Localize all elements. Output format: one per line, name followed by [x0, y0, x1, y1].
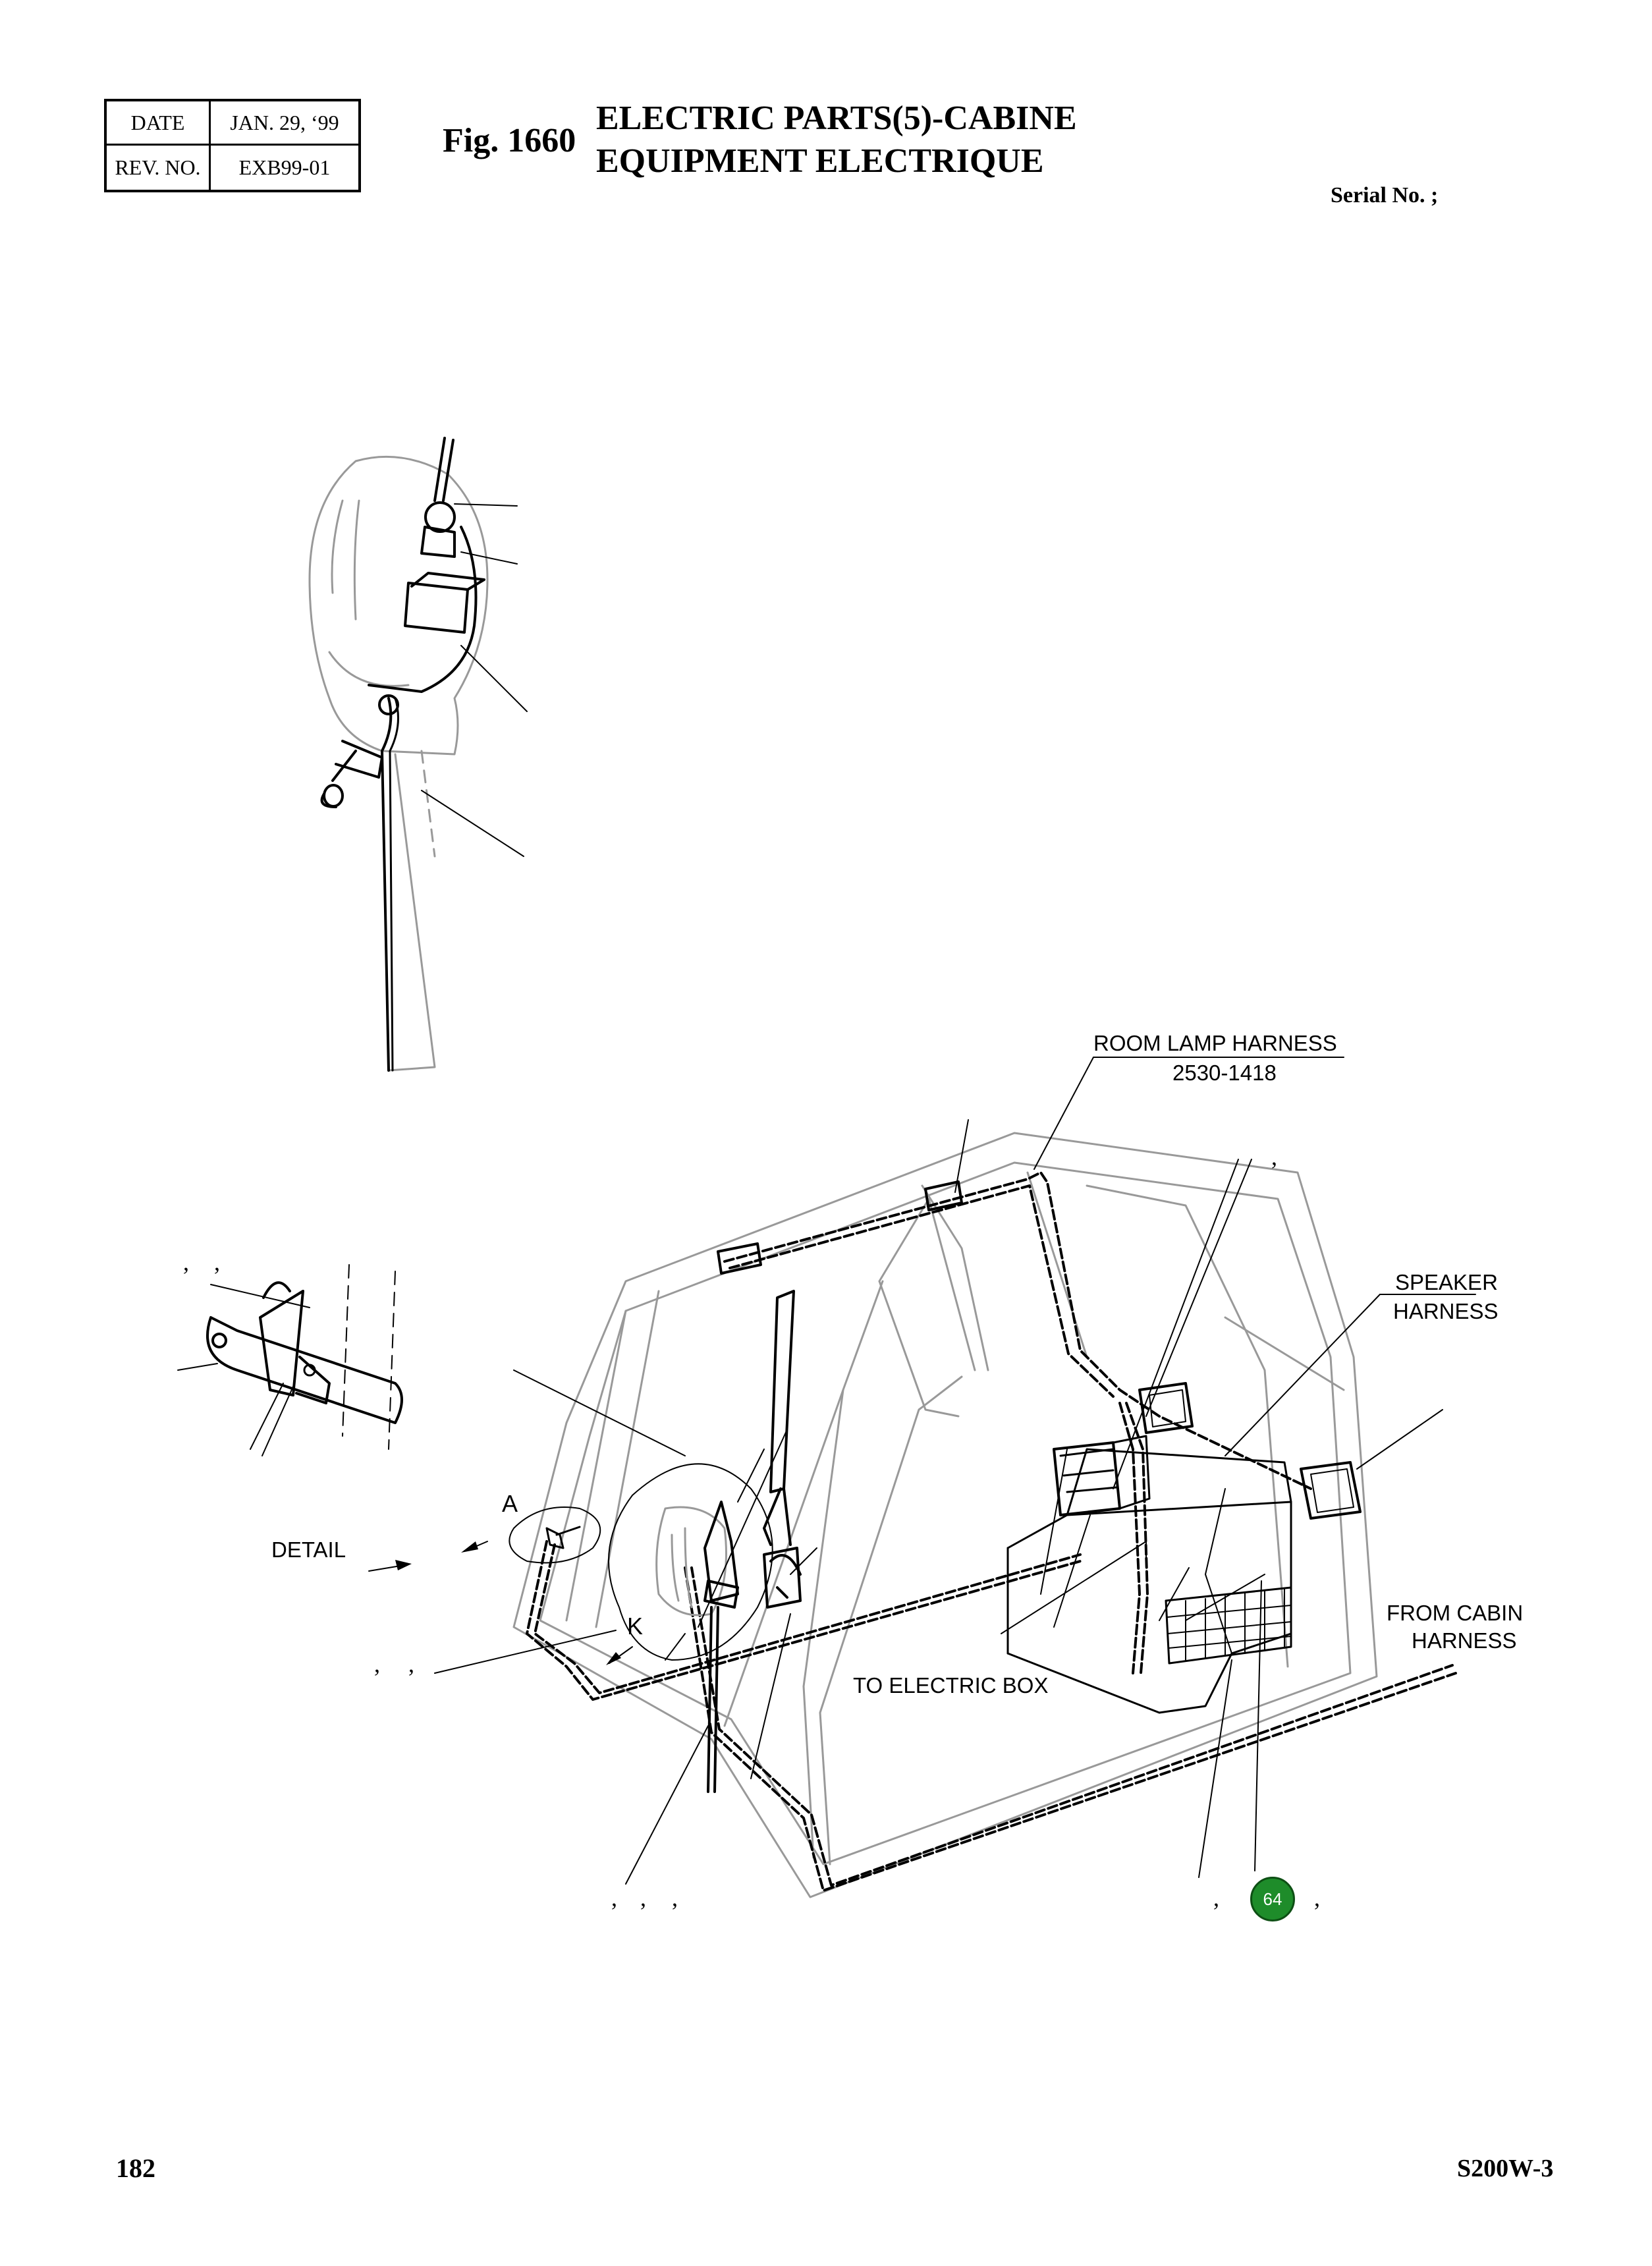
comma-mark: ,	[640, 1885, 646, 1911]
model-code: S200W-3	[1457, 2155, 1554, 2182]
harness-routes	[526, 1171, 1457, 1892]
detail-a	[509, 1506, 601, 1564]
detail-k-label: K	[627, 1613, 644, 1640]
cab-frame	[512, 1132, 1378, 1898]
comma-mark: ,	[1271, 1144, 1277, 1170]
room-lamp-part-number: 2530-1418	[1172, 1061, 1277, 1085]
page-number: 182	[116, 2153, 155, 2183]
title-french: EQUIPMENT ELECTRIQUE	[596, 142, 1044, 180]
speaker-harness-label-line2: HARNESS	[1393, 1299, 1499, 1323]
comma-mark: ,	[1314, 1885, 1320, 1911]
detail-label: DETAIL	[271, 1537, 346, 1562]
from-cabin-harness-label-line1: FROM CABIN	[1387, 1601, 1524, 1625]
arrows	[368, 1541, 686, 1664]
revision-table: DATE JAN. 29, ‘99 REV. NO. EXB99-01	[104, 99, 361, 192]
title-english: ELECTRIC PARTS(5)-CABINE	[596, 99, 1077, 137]
front-wiper-assembly	[434, 1290, 817, 1885]
page-badge[interactable]: 64	[1250, 1877, 1295, 1921]
comma-mark: ,	[408, 1651, 414, 1677]
date-value: JAN. 29, ‘99	[211, 101, 358, 146]
comma-mark: ,	[374, 1651, 380, 1677]
figure-number: Fig. 1660	[443, 122, 576, 159]
room-lamp-harness-label: ROOM LAMP HARNESS	[1093, 1031, 1337, 1055]
rev-value: EXB99-01	[238, 155, 331, 179]
comma-mark: ,	[214, 1249, 220, 1275]
serial-number: Serial No. ;	[1331, 183, 1439, 207]
comma-mark: ,	[183, 1249, 189, 1275]
comma-mark: ,	[672, 1885, 678, 1911]
rev-label: REV. NO.	[107, 146, 211, 190]
left-bracket-detail	[177, 1264, 403, 1456]
leader-lines	[513, 1057, 1476, 1878]
date-label: DATE	[107, 101, 211, 146]
comma-mark: ,	[611, 1885, 617, 1911]
seat-console	[1006, 1382, 1362, 1714]
upper-wiper-motor-detail	[308, 437, 528, 1072]
comma-mark: ,	[1213, 1885, 1219, 1911]
detail-a-label: A	[502, 1490, 518, 1517]
to-electric-box-label: TO ELECTRIC BOX	[853, 1673, 1049, 1698]
speaker-harness-label-line1: SPEAKER	[1395, 1270, 1498, 1294]
from-cabin-harness-label-line2: HARNESS	[1412, 1628, 1517, 1653]
